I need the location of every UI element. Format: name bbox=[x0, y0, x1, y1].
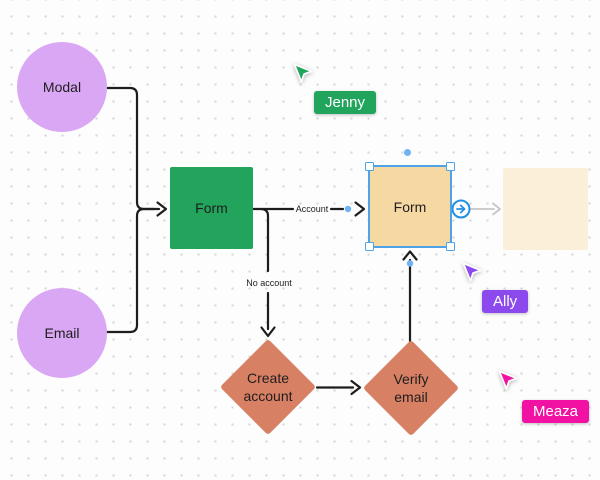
node-email[interactable]: Email bbox=[17, 288, 107, 378]
cursor-icon-meaza bbox=[498, 370, 518, 390]
connector-no-account[interactable] bbox=[259, 207, 276, 338]
arrowhead-icon bbox=[156, 201, 168, 217]
node-form-selected-label: Form bbox=[393, 198, 427, 215]
arrowhead-icon bbox=[260, 326, 276, 338]
connector-create-to-verify[interactable] bbox=[315, 379, 362, 396]
edge-label-account[interactable]: Account bbox=[295, 204, 329, 214]
cursor-icon-ally bbox=[462, 262, 482, 282]
node-form-green-label: Form bbox=[195, 200, 228, 216]
cursor-name-tag-ally: Ally bbox=[482, 290, 529, 313]
connection-point-dot bbox=[404, 149, 411, 156]
node-create-account-label: Create account bbox=[243, 369, 293, 404]
cursor-name-tag-meaza: Meaza bbox=[522, 400, 590, 423]
quick-connect-preview-arrow bbox=[470, 202, 501, 216]
arrowhead-icon bbox=[492, 202, 501, 216]
edge-label-no-account[interactable]: No account bbox=[246, 278, 292, 288]
connector-endpoint-dot bbox=[344, 205, 352, 213]
arrowhead-icon bbox=[402, 250, 418, 261]
node-verify-email-label: Verify email bbox=[393, 370, 429, 405]
node-email-label: Email bbox=[44, 325, 80, 341]
node-form-green[interactable]: Form bbox=[170, 167, 253, 249]
cursor-icon-jenny bbox=[293, 63, 313, 83]
resize-handle-bottom-right[interactable] bbox=[446, 242, 455, 251]
ghost-square-preview bbox=[503, 168, 588, 250]
connector-modal-to-form[interactable] bbox=[105, 86, 168, 217]
connector-verify-to-form[interactable] bbox=[402, 250, 418, 343]
node-modal-label: Modal bbox=[42, 79, 82, 95]
node-form-selected[interactable]: Form bbox=[365, 162, 455, 251]
cursor-name-tag-jenny: Jenny bbox=[314, 91, 377, 114]
node-modal[interactable]: Modal bbox=[17, 42, 107, 132]
circled-right-arrow-icon bbox=[456, 204, 466, 214]
arrowhead-icon bbox=[350, 379, 362, 396]
quick-connect-button[interactable] bbox=[451, 199, 471, 219]
arrowhead-icon bbox=[354, 201, 366, 217]
resize-handle-bottom-left[interactable] bbox=[365, 242, 374, 251]
resize-handle-top-left[interactable] bbox=[365, 162, 374, 171]
connector-endpoint-dot bbox=[406, 260, 414, 267]
resize-handle-top-right[interactable] bbox=[446, 162, 455, 171]
connector-email-to-form[interactable] bbox=[105, 207, 156, 334]
